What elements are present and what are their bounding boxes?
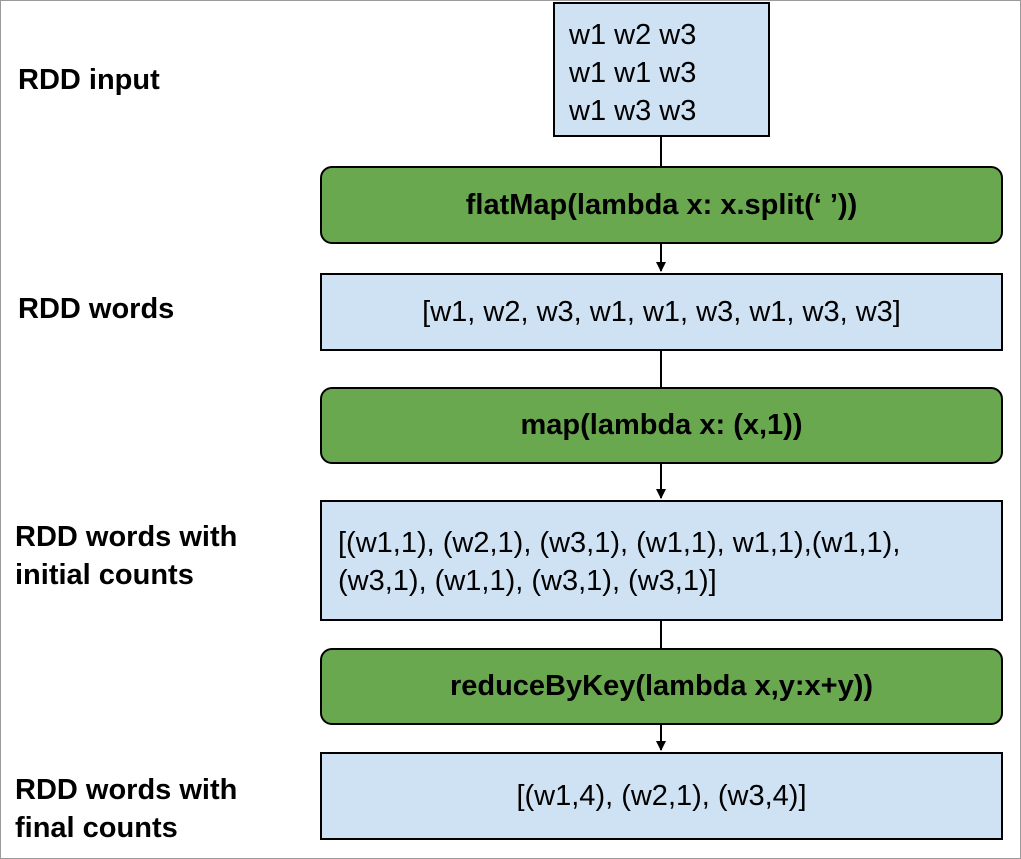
label-rdd-input: RDD input [18,64,160,96]
reduce-operation: reduceByKey(lambda x,y:x+y)) [320,648,1003,725]
label-rdd-words: RDD words [18,293,175,325]
map-operation-label: map(lambda x: (x,1)) [520,409,803,441]
flatmap-operation: flatMap(lambda x: x.split(‘ ’)) [320,166,1003,244]
rdd-initial-counts-text: [(w1,1), (w2,1), (w3,1), (w1,1), w1,1),(… [338,527,901,597]
rdd-final-counts-box: [(w1,4), (w2,1), (w3,4)] [320,752,1003,840]
reduce-operation-label: reduceByKey(lambda x,y:x+y)) [449,670,874,702]
rdd-input-box: w1 w2 w3 w1 w1 w3 w1 w3 w3 [553,2,770,137]
label-rdd-initial-counts: RDD words with initial counts [15,521,238,591]
map-operation: map(lambda x: (x,1)) [320,387,1003,464]
rdd-initial-counts-box: [(w1,1), (w2,1), (w3,1), (w1,1), w1,1),(… [320,500,1003,621]
flatmap-operation-label: flatMap(lambda x: x.split(‘ ’)) [465,188,858,221]
rdd-words-text: [w1, w2, w3, w1, w1, w3, w1, w3, w3] [422,295,901,328]
rdd-words-box: [w1, w2, w3, w1, w1, w3, w1, w3, w3] [320,273,1003,351]
rdd-final-counts-text: [(w1,4), (w2,1), (w3,4)] [516,779,807,812]
label-rdd-final-counts: RDD words with final counts [15,774,238,844]
rdd-input-text: w1 w2 w3 w1 w1 w3 w1 w3 w3 [569,19,697,127]
